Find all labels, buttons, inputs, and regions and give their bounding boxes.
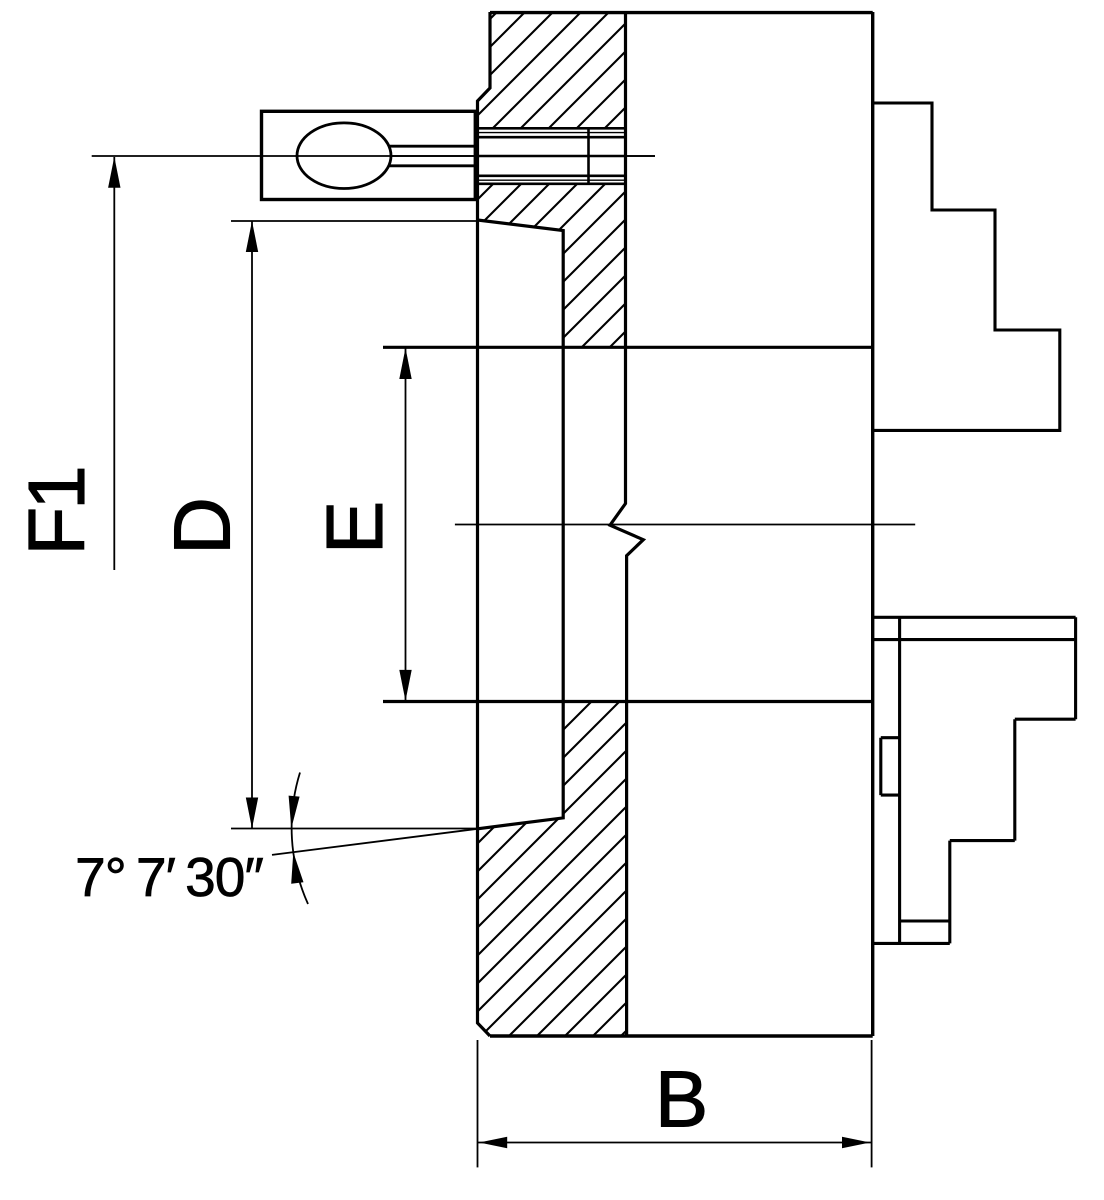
svg-text:7° 7′ 30″: 7° 7′ 30″ <box>75 846 263 908</box>
svg-text:D: D <box>158 497 247 555</box>
svg-text:F1: F1 <box>12 468 101 555</box>
svg-text:B: B <box>655 1054 708 1143</box>
svg-text:E: E <box>310 501 399 554</box>
